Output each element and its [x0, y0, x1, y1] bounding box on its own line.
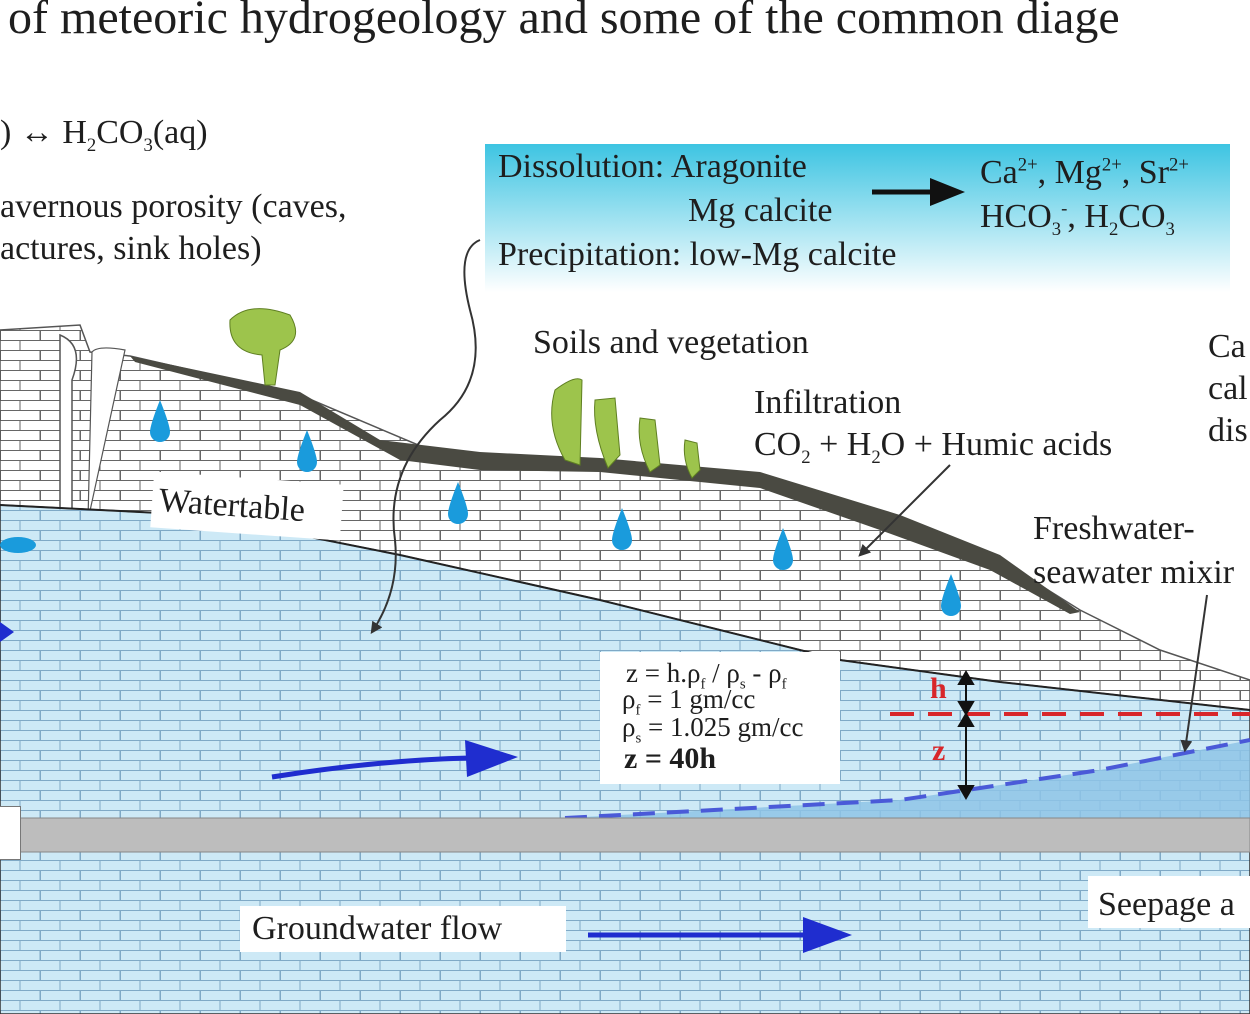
flow-arrow — [588, 917, 852, 953]
plant-shrub — [594, 397, 621, 469]
cation-products: Ca2+, Mg2+, Sr2+ — [980, 154, 1189, 191]
dimension-arrows — [957, 670, 975, 800]
z-label: z — [932, 734, 946, 767]
ghyben-result: z = 40h — [624, 742, 717, 775]
seepage-label: Seepage a — [1098, 886, 1235, 923]
infiltration-label: Infiltration — [754, 384, 902, 421]
pointer-arrow — [858, 464, 951, 557]
groundwater-flow-label-bg — [240, 906, 566, 952]
reaction-box — [485, 144, 1230, 292]
flow-arrow — [271, 740, 518, 780]
fresh-density: ρf = 1 gm/cc — [622, 684, 756, 719]
reaction-arrow — [872, 178, 965, 206]
dissolution-label: Dissolution: Aragonite — [498, 148, 807, 185]
porosity-label-2: actures, sink holes) — [0, 230, 262, 267]
seepage-label-bg — [1088, 876, 1250, 928]
flow-arrow-partial — [0, 622, 14, 642]
soil-layer — [130, 356, 1080, 614]
carbonic-acid-equation: ) ↔ H2CO3(aq) — [0, 114, 208, 156]
right-label-2: cal — [1208, 370, 1248, 407]
pointer-arrow — [1180, 594, 1208, 753]
soils-label: Soils and vegetation — [533, 324, 809, 361]
plant-shrub — [683, 439, 701, 479]
right-label-3: dis — [1208, 412, 1248, 449]
precipitation-label: Precipitation: low-Mg calcite — [498, 236, 897, 273]
mixing-zone-interface — [564, 738, 1250, 820]
salt-density: ρs = 1.025 gm/cc — [622, 712, 804, 747]
left-edge-marker — [0, 806, 21, 860]
right-label-1: Ca — [1208, 328, 1246, 365]
ghyben-herzberg-box — [600, 652, 840, 784]
mixing-label-2: seawater mixir — [1033, 554, 1235, 591]
seawater-wedge — [565, 740, 1250, 818]
ghyben-equation: z = h.ρf / ρs - ρf — [626, 658, 787, 693]
mg-calcite-label: Mg calcite — [688, 192, 833, 229]
cave-opening — [59, 333, 78, 521]
pointer-arrow — [370, 239, 481, 634]
confining-layer — [0, 817, 1250, 853]
mixing-label-1: Freshwater- — [1033, 510, 1195, 547]
anion-products: HCO3-, H2CO3 — [980, 198, 1175, 240]
water-droplets — [0, 400, 961, 616]
plant-tree — [229, 308, 297, 386]
plant-shrub — [638, 417, 661, 473]
infiltration-equation: CO2 + H2O + Humic acids — [754, 426, 1113, 468]
groundwater-flow-label: Groundwater flow — [252, 910, 503, 947]
cave-opening — [87, 347, 126, 521]
porosity-label-1: avernous porosity (caves, — [0, 188, 347, 225]
h-label: h — [930, 672, 947, 705]
plant-shrub — [551, 378, 583, 466]
diagram-title: of meteoric hydrogeology and some of the… — [8, 0, 1120, 44]
